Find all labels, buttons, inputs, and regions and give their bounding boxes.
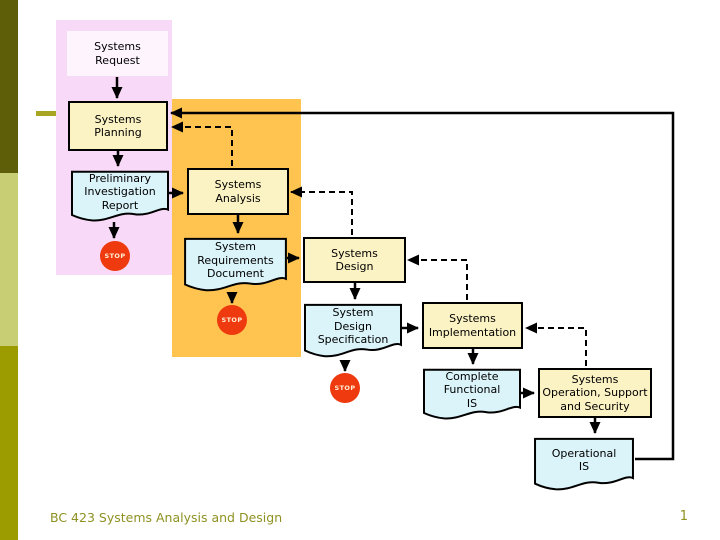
shape-systems-request[interactable]: Systems Request [66, 30, 169, 77]
systems-planning-label: Systems Planning [94, 112, 142, 139]
systems-request-label: Systems Request [94, 40, 141, 67]
document-shape [183, 237, 288, 294]
stop-label: STOP [104, 252, 126, 260]
operational-is-label: Operational IS [551, 446, 617, 473]
shape-systems-operation-support-security[interactable]: Systems Operation, Support and Security [538, 368, 652, 418]
complete-functional-is-label: Complete Functional IS [443, 369, 501, 410]
sidebar-accent-bar-middle [0, 173, 18, 346]
design-specification-label: System Design Specification [317, 306, 389, 347]
system-requirements-label: System Requirements Document [197, 240, 274, 281]
dashed-feedback-operation-to-implementation [525, 322, 587, 366]
shape-systems-analysis[interactable]: Systems Analysis [187, 168, 289, 215]
document-system-requirements[interactable]: System Requirements Document [183, 237, 288, 294]
stop-sign-after-requirements-doc[interactable]: STOP [217, 305, 247, 335]
sidebar-accent-bar-bottom [0, 346, 18, 540]
shape-systems-implementation[interactable]: Systems Implementation [422, 302, 523, 349]
prelim-report-label: Preliminary Investigation Report [84, 171, 156, 212]
document-system-design-specification[interactable]: System Design Specification [303, 303, 403, 360]
stop-sign-after-design-spec[interactable]: STOP [330, 373, 360, 403]
systems-implementation-label: Systems Implementation [428, 312, 517, 339]
document-shape [70, 170, 170, 224]
footer-course-title: BC 423 Systems Analysis and Design [50, 510, 283, 525]
stop-label: STOP [334, 384, 356, 392]
document-operational-is[interactable]: Operational IS [533, 437, 635, 493]
systems-operation-label: Systems Operation, Support and Security [542, 372, 648, 413]
shape-systems-planning[interactable]: Systems Planning [68, 101, 168, 151]
document-complete-functional-is[interactable]: Complete Functional IS [422, 368, 522, 422]
shape-systems-design[interactable]: Systems Design [303, 237, 406, 283]
accent-dash [36, 111, 56, 116]
slide-page-number: 1 [679, 509, 688, 524]
stop-label: STOP [221, 316, 243, 324]
systems-design-label: Systems Design [331, 246, 378, 273]
document-shape [422, 368, 522, 422]
sidebar-accent-bar-top [0, 0, 18, 173]
document-shape [533, 437, 635, 493]
document-preliminary-investigation-report[interactable]: Preliminary Investigation Report [70, 170, 170, 224]
dashed-feedback-implementation-to-design [407, 254, 468, 300]
document-shape [303, 303, 403, 360]
stop-sign-after-prelim-report[interactable]: STOP [100, 241, 130, 271]
systems-analysis-label: Systems Analysis [214, 178, 262, 205]
